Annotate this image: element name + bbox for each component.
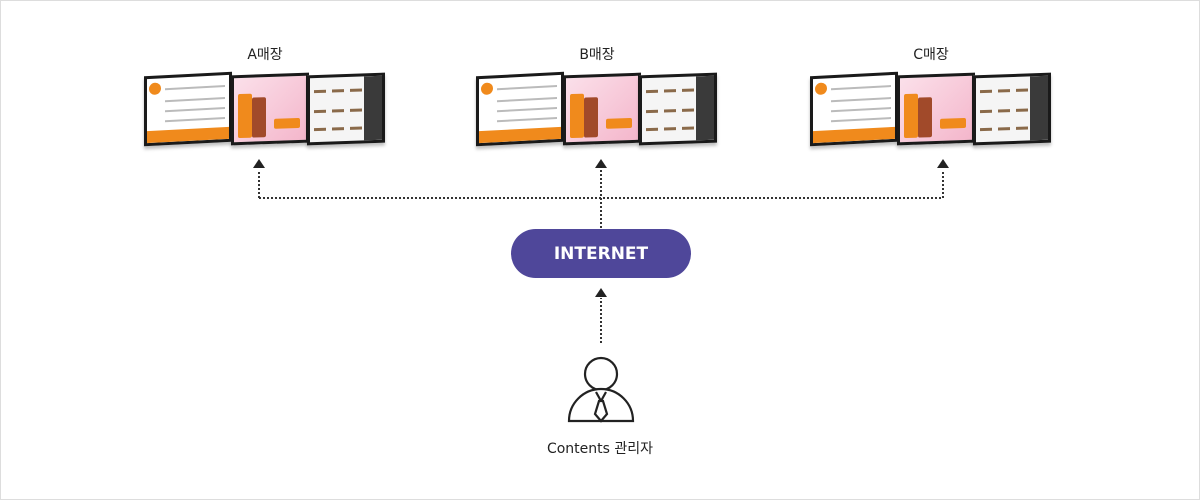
- menu-list-screen: [307, 72, 385, 146]
- menu-list-screen: [639, 72, 717, 146]
- digital-signage-screens: [144, 71, 386, 150]
- digital-signage-screens: [476, 71, 718, 150]
- store-label: C매장: [913, 47, 949, 63]
- menu-list-screen: [973, 72, 1051, 146]
- arrow-up-icon: [595, 288, 607, 297]
- internet-label: INTERNET: [553, 243, 649, 264]
- promo-screen: [897, 72, 975, 146]
- person-with-tie-icon: [567, 356, 635, 423]
- arrow-up-icon: [937, 159, 949, 168]
- store-a: A매장: [144, 44, 386, 150]
- arrow-up-icon: [253, 159, 265, 168]
- store-label: A매장: [247, 47, 283, 63]
- menu-board-screen: [476, 71, 564, 147]
- internet-node: INTERNET: [511, 229, 691, 278]
- store-c: C매장: [810, 44, 1052, 150]
- arrow-up-icon: [595, 159, 607, 168]
- menu-board-screen: [810, 71, 898, 147]
- digital-signage-screens: [810, 71, 1052, 150]
- menu-board-screen: [144, 71, 232, 147]
- store-b: B매장: [476, 44, 718, 150]
- promo-screen: [231, 72, 309, 146]
- admin-label: Contents 관리자: [546, 441, 654, 457]
- store-label: B매장: [579, 47, 615, 63]
- promo-screen: [563, 72, 641, 146]
